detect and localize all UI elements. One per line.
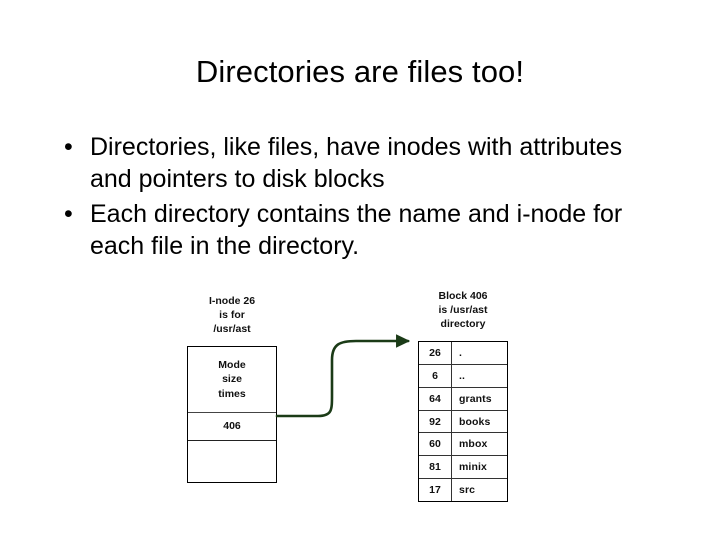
bullet-marker-icon: • (64, 199, 73, 228)
table-row: 64 grants (419, 387, 507, 411)
list-item-text: Directories, like files, have inodes wit… (90, 133, 623, 194)
cell-name: minix (459, 461, 487, 474)
pointer-arrow-icon (275, 334, 411, 418)
inode-attributes-cell: Mode size times (188, 347, 276, 413)
inode-box: Mode size times 406 (187, 346, 277, 483)
list-item: • Each directory contains the name and i… (56, 198, 656, 263)
table-row: 60 mbox (419, 433, 507, 457)
table-row: 6 .. (419, 364, 507, 388)
cell-name: books (459, 415, 491, 428)
directory-block-table: 26 . 6 .. 64 grants 92 books 60 mbox 81 … (418, 341, 508, 502)
list-item-text: Each directory contains the name and i-n… (90, 199, 623, 260)
cell-inode: 60 (419, 433, 452, 456)
cell-inode: 26 (419, 342, 452, 364)
cell-inode: 6 (419, 364, 452, 387)
bullet-list: • Directories, like files, have inodes w… (56, 131, 656, 264)
page-title: Directories are files too! (195, 54, 525, 89)
block-caption-label: Block 406 is /usr/ast directory (438, 290, 488, 330)
cell-name: .. (459, 369, 466, 382)
cell-name: mbox (459, 438, 488, 451)
table-row: 17 src (419, 479, 507, 502)
inode-block-pointer-cell: 406 (188, 413, 276, 441)
cell-name: grants (459, 392, 492, 405)
cell-name: . (459, 346, 463, 359)
cell-inode: 92 (419, 410, 452, 433)
cell-inode: 64 (419, 387, 452, 410)
inode-empty-cell (188, 441, 276, 482)
table-row: 26 . (419, 342, 507, 365)
cell-inode: 17 (419, 479, 452, 502)
cell-name: src (459, 484, 476, 497)
bullet-marker-icon: • (64, 133, 73, 161)
list-item: • Directories, like files, have inodes w… (56, 131, 656, 196)
inode-caption-label: I-node 26 is for /usr/ast (208, 295, 256, 335)
table-row: 81 minix (419, 456, 507, 480)
cell-inode: 81 (419, 456, 452, 479)
table-row: 92 books (419, 410, 507, 434)
